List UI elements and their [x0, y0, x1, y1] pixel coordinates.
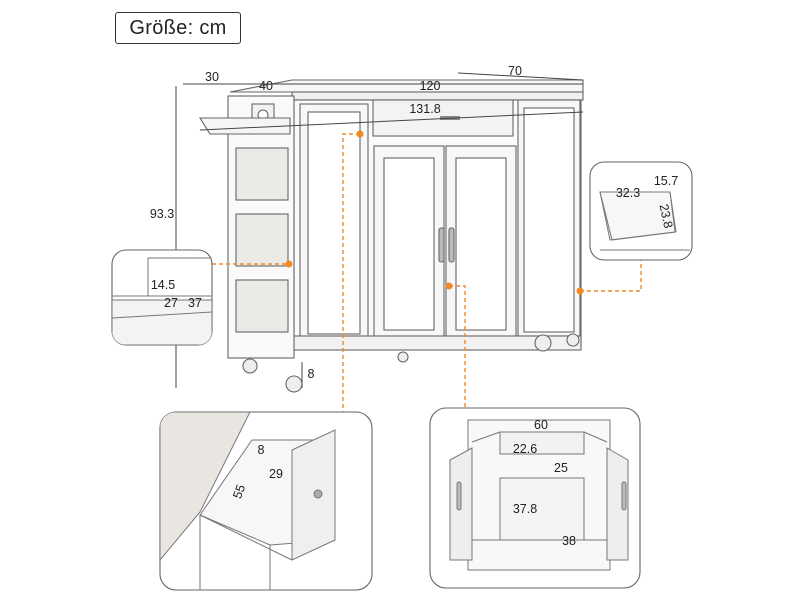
label-wheel-height: 8: [308, 367, 315, 381]
label-towel-height: 23.8: [657, 203, 676, 230]
label-side-depth: 30: [205, 70, 219, 84]
detail-connectors: [212, 133, 642, 412]
label-overall-width: 131.8: [409, 102, 440, 116]
label-towel-depth: 15.7: [654, 174, 678, 188]
label-cabinet-shelf-depth: 25: [554, 461, 568, 475]
label-height: 93.3: [150, 207, 174, 221]
dimension-labels: 30 40 120 70 131.8 93.3 8 14.5 27 37 32.…: [150, 64, 678, 548]
label-side-width: 40: [259, 79, 273, 93]
size-unit-label: Größe: cm: [115, 12, 241, 44]
door-handle: [438, 227, 445, 263]
main-dimension-lines: [175, 72, 584, 388]
label-shelf-height: 14.5: [151, 278, 175, 292]
label-shelf-depth: 27: [164, 296, 178, 310]
label-drawer-depth: 55: [230, 483, 248, 501]
label-top-depth: 70: [508, 64, 522, 78]
label-towel-width: 32.3: [616, 186, 640, 200]
main-cabinet-illustration: [199, 79, 584, 393]
label-cabinet-upper-height: 22.6: [513, 442, 537, 456]
label-top-width: 120: [420, 79, 441, 93]
label-drawer-width: 29: [269, 467, 283, 481]
towel-bar-detail-panel: [589, 161, 693, 261]
cabinet-interior-detail-panel: [429, 407, 641, 589]
label-shelf-width: 37: [188, 296, 202, 310]
shelf-detail-panel: [111, 249, 213, 346]
countertop: [229, 79, 584, 93]
label-cabinet-inner-width: 60: [534, 418, 548, 432]
label-cabinet-lower-height: 37.8: [513, 502, 537, 516]
towel-bar: [199, 117, 291, 135]
drawer-detail-panel: [159, 411, 373, 591]
label-cabinet-lower-width: 38: [562, 534, 576, 548]
label-drawer-height: 8: [258, 443, 265, 457]
connector-dot: [285, 260, 293, 268]
wheel-icon: [242, 358, 258, 374]
